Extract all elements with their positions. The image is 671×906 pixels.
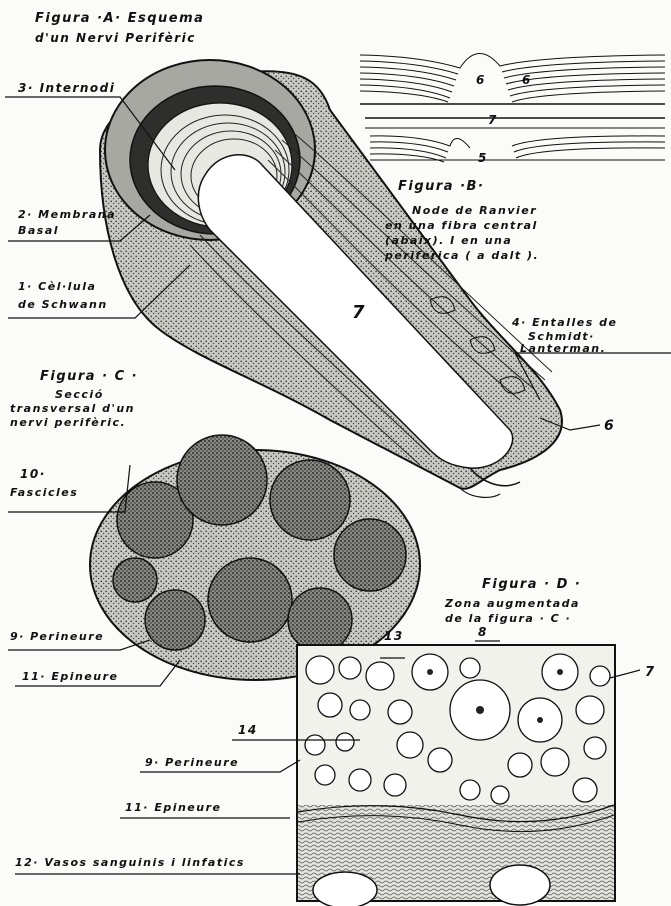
label-number-7-fig-a: 7 <box>352 302 366 323</box>
figure-d-caption-line1: Zona augmentada <box>444 597 580 610</box>
figure-c-caption-line1: Secció <box>55 388 104 401</box>
figure-b-title: Figura ·B· <box>398 179 484 194</box>
label-epineure-fig-d: 11· Epineure <box>125 801 221 814</box>
label-6a-fig-b: 6 <box>476 73 486 87</box>
label-entalles-line1: 4· Entalles de <box>511 316 617 329</box>
label-perineure-fig-d: 9· Perineure <box>145 756 239 769</box>
label-8: 8 <box>478 625 488 639</box>
figure-c-caption-line3: nervi perifèric. <box>10 416 126 429</box>
figure-b-caption-line1: Node de Ranvier <box>412 204 537 217</box>
figure-c-caption-line2: transversal d'un <box>10 402 135 415</box>
label-membrana-line2: Basal <box>18 224 59 237</box>
figure-a-title-line2: d'un Nervi Perifèric <box>35 31 196 45</box>
label-13: 13 <box>384 629 404 643</box>
label-fascicles-line1: 10· <box>20 467 46 481</box>
figure-a-title-line1: Figura ·A· Esquema <box>35 11 204 26</box>
label-entalles-line3: Lanterman. <box>520 342 606 355</box>
figure-b-drawing <box>358 40 666 162</box>
label-schwann-line2: de Schwann <box>18 298 108 311</box>
figure-b-caption-line2: en una fibra central <box>385 219 538 232</box>
figure-b-caption-line4: periferica ( a dalt ). <box>384 249 539 262</box>
label-7-fig-d: 7 <box>645 665 656 680</box>
figure-d-drawing <box>297 645 615 906</box>
label-perineure-fig-c: 9· Perineure <box>10 630 104 643</box>
label-vasos: 12· Vasos sanguinis i linfatics <box>15 856 245 869</box>
label-fascicles-line2: Fascicles <box>10 486 78 499</box>
label-7-fig-b: 7 <box>488 113 498 127</box>
figure-d-title: Figura · D · <box>482 577 581 592</box>
figure-b-caption-line3: (abaix). I en una <box>385 234 512 247</box>
label-6b-fig-b: 6 <box>522 73 532 87</box>
figure-c-title: Figura · C · <box>40 369 138 384</box>
label-internodi: 3· Internodi <box>18 81 115 95</box>
label-epineure-fig-c: 11· Epineure <box>22 670 118 683</box>
label-schwann-line1: 1· Cèl·lula <box>18 280 96 293</box>
label-5-fig-b: 5 <box>478 151 488 165</box>
label-number-6-fig-a: 6 <box>604 418 615 434</box>
figure-d-caption-line2: de la figura · C · <box>445 612 571 625</box>
label-14: 14 <box>238 723 258 737</box>
label-membrana-line1: 2· Membrana <box>18 208 116 221</box>
